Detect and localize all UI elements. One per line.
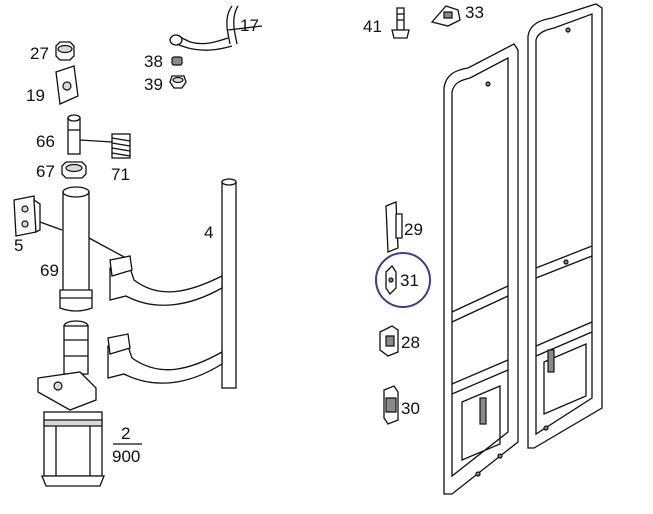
label-71: 71 (111, 165, 130, 184)
label-900: 900 (112, 447, 140, 466)
part-5-side-bracket (13, 195, 41, 237)
label-41: 41 (363, 17, 382, 36)
label-38: 38 (144, 52, 163, 71)
label-33: 33 (465, 3, 484, 22)
part-67-washer (61, 161, 87, 179)
label-28: 28 (401, 333, 420, 352)
label-39: 39 (144, 75, 163, 94)
part-66-rod (67, 114, 113, 155)
label-5: 5 (14, 236, 23, 255)
part-19-bracket (55, 65, 79, 105)
antenna-panel-front (443, 43, 519, 495)
label-2: 2 (121, 424, 130, 443)
part-30-clip (383, 385, 399, 425)
part-4-frame (107, 178, 237, 389)
label-4: 4 (204, 223, 213, 242)
part-31-clip (375, 252, 431, 308)
part-69-tube (39, 186, 127, 312)
part-28-clip (379, 325, 399, 357)
part-17-bent-pipe (169, 5, 263, 51)
label-29: 29 (404, 220, 423, 239)
label-66: 66 (36, 132, 55, 151)
label-27: 27 (30, 44, 49, 63)
label-17: 17 (240, 16, 259, 35)
part-29-bracket (385, 201, 403, 253)
label-19: 19 (26, 86, 45, 105)
part-2-cylinder (37, 320, 105, 487)
part-27-nut (55, 41, 75, 61)
highlight-circle (375, 252, 431, 308)
label-31: 31 (400, 271, 419, 290)
part-39-nut (169, 75, 187, 89)
label-69: 69 (40, 261, 59, 280)
antenna-panel-rear (527, 3, 603, 449)
part-33-clip (430, 5, 461, 27)
part-41-bolt (391, 7, 410, 39)
part-38-nut (171, 56, 183, 66)
label-30: 30 (401, 399, 420, 418)
part-71-spring (111, 133, 131, 159)
label-67: 67 (36, 162, 55, 181)
